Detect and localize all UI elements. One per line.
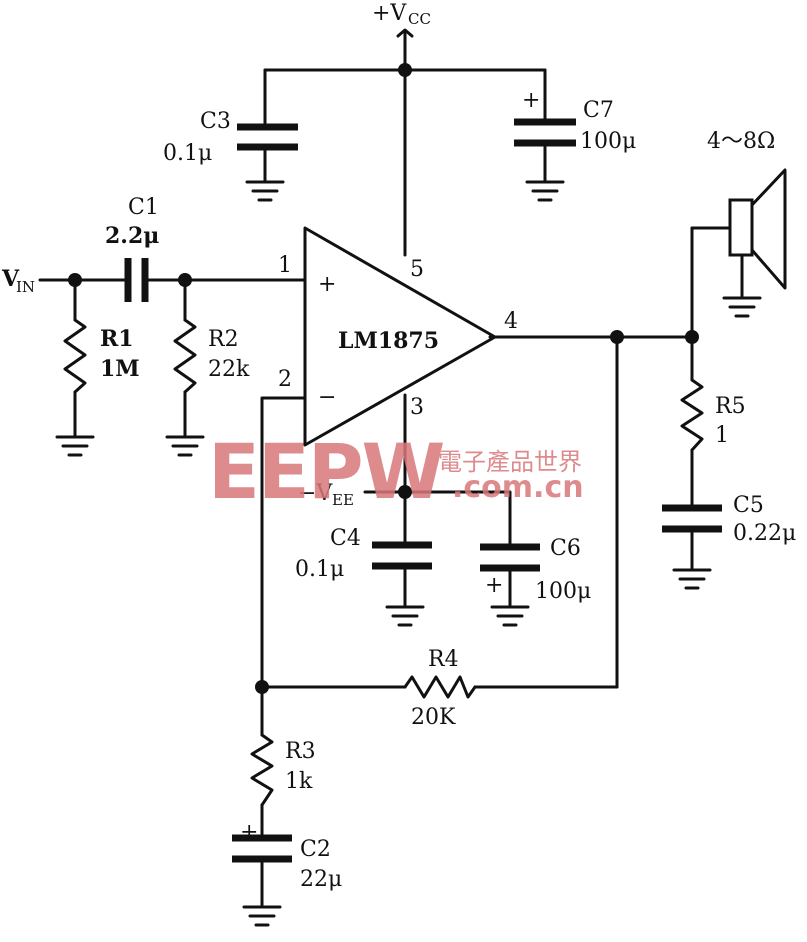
- c4-value: 0.1μ: [295, 557, 344, 582]
- c5-value: 0.22μ: [733, 521, 796, 546]
- ground-icon: [55, 435, 95, 457]
- svg-text:V: V: [1, 266, 20, 292]
- ground-symbols: [55, 180, 762, 927]
- capacitor-c1: C1 2.2μ: [105, 195, 159, 302]
- vee-label: −V EE: [298, 481, 354, 509]
- c6-ref: C6: [550, 536, 581, 561]
- ground-icon: [242, 905, 282, 927]
- eepw-watermark: EEPW 電子產品世界 .com.cn: [208, 427, 584, 516]
- c6-polarity: +: [485, 573, 503, 598]
- capacitor-c4: C4 0.1μ: [295, 526, 432, 607]
- ground-icon: [165, 435, 205, 457]
- r5-ref: R5: [715, 394, 746, 419]
- c2-value: 22μ: [300, 867, 342, 892]
- svg-text:−V: −V: [298, 481, 333, 506]
- c7-polarity: +: [522, 88, 540, 113]
- ic-plus: +: [318, 272, 336, 297]
- speaker-value: 4～8Ω: [707, 129, 775, 154]
- ground-icon: [385, 605, 425, 627]
- r2-value: 22k: [208, 357, 250, 382]
- capacitor-c2: + C2 22μ: [232, 820, 342, 907]
- c7-value: 100μ: [580, 129, 636, 154]
- watermark-cn: 電子產品世界: [438, 448, 582, 476]
- resistor-r2: R2 22k: [173, 318, 250, 394]
- c5-ref: C5: [733, 493, 764, 518]
- svg-text:IN: IN: [16, 278, 35, 296]
- c4-ref: C4: [330, 526, 361, 551]
- resistor-r5: R5 1: [680, 378, 746, 452]
- ground-icon: [245, 180, 285, 202]
- r5-value: 1: [715, 423, 729, 448]
- pin4-label: 4: [504, 309, 518, 334]
- watermark-url: .com.cn: [452, 470, 584, 505]
- c1-ref: C1: [128, 195, 159, 220]
- r1-ref: R1: [100, 326, 134, 352]
- ground-icon: [525, 180, 565, 202]
- r4-value: 20K: [411, 705, 456, 730]
- c3-value: 0.1μ: [163, 141, 212, 166]
- capacitor-c5: C5 0.22μ: [662, 493, 796, 570]
- c7-ref: C7: [583, 98, 614, 123]
- resistor-r1: R1 1M: [63, 318, 140, 394]
- junctions: [68, 63, 699, 694]
- r2-ref: R2: [208, 327, 239, 352]
- vin-label: V IN: [1, 266, 35, 296]
- pin5-label: 5: [410, 257, 424, 282]
- opamp-lm1875: LM1875 + − 1 2 3 4 5: [278, 226, 518, 447]
- wires: [38, 30, 732, 837]
- ground-icon: [722, 296, 762, 318]
- c6-value: 100μ: [535, 579, 591, 604]
- ic-minus: −: [318, 385, 336, 410]
- vcc-label: +V CC: [372, 1, 431, 38]
- svg-text:EE: EE: [332, 491, 354, 509]
- r3-value: 1k: [285, 769, 313, 794]
- resistor-r3: R3 1k: [250, 733, 316, 807]
- pin2-label: 2: [278, 367, 292, 392]
- r1-value: 1M: [100, 356, 140, 382]
- ground-icon: [490, 605, 530, 627]
- ic-name: LM1875: [338, 328, 439, 354]
- watermark-logo: EEPW: [208, 427, 444, 516]
- svg-text:CC: CC: [408, 10, 431, 28]
- ground-icon: [672, 568, 712, 590]
- r4-ref: R4: [428, 647, 459, 672]
- c2-polarity: +: [240, 820, 258, 845]
- pin1-label: 1: [278, 253, 292, 278]
- c2-ref: C2: [300, 837, 331, 862]
- c3-ref: C3: [200, 109, 231, 134]
- speaker-icon: 4～8Ω: [707, 129, 787, 298]
- svg-text:+V: +V: [372, 1, 407, 26]
- capacitor-c7: + C7 100μ: [514, 88, 636, 182]
- resistor-r4: R4 20K: [403, 647, 477, 730]
- pin3-label: 3: [410, 395, 424, 420]
- r3-ref: R3: [285, 739, 316, 764]
- capacitor-c3: C3 0.1μ: [163, 109, 298, 182]
- c1-value: 2.2μ: [105, 223, 159, 249]
- capacitor-c6: + C6 100μ: [480, 536, 591, 607]
